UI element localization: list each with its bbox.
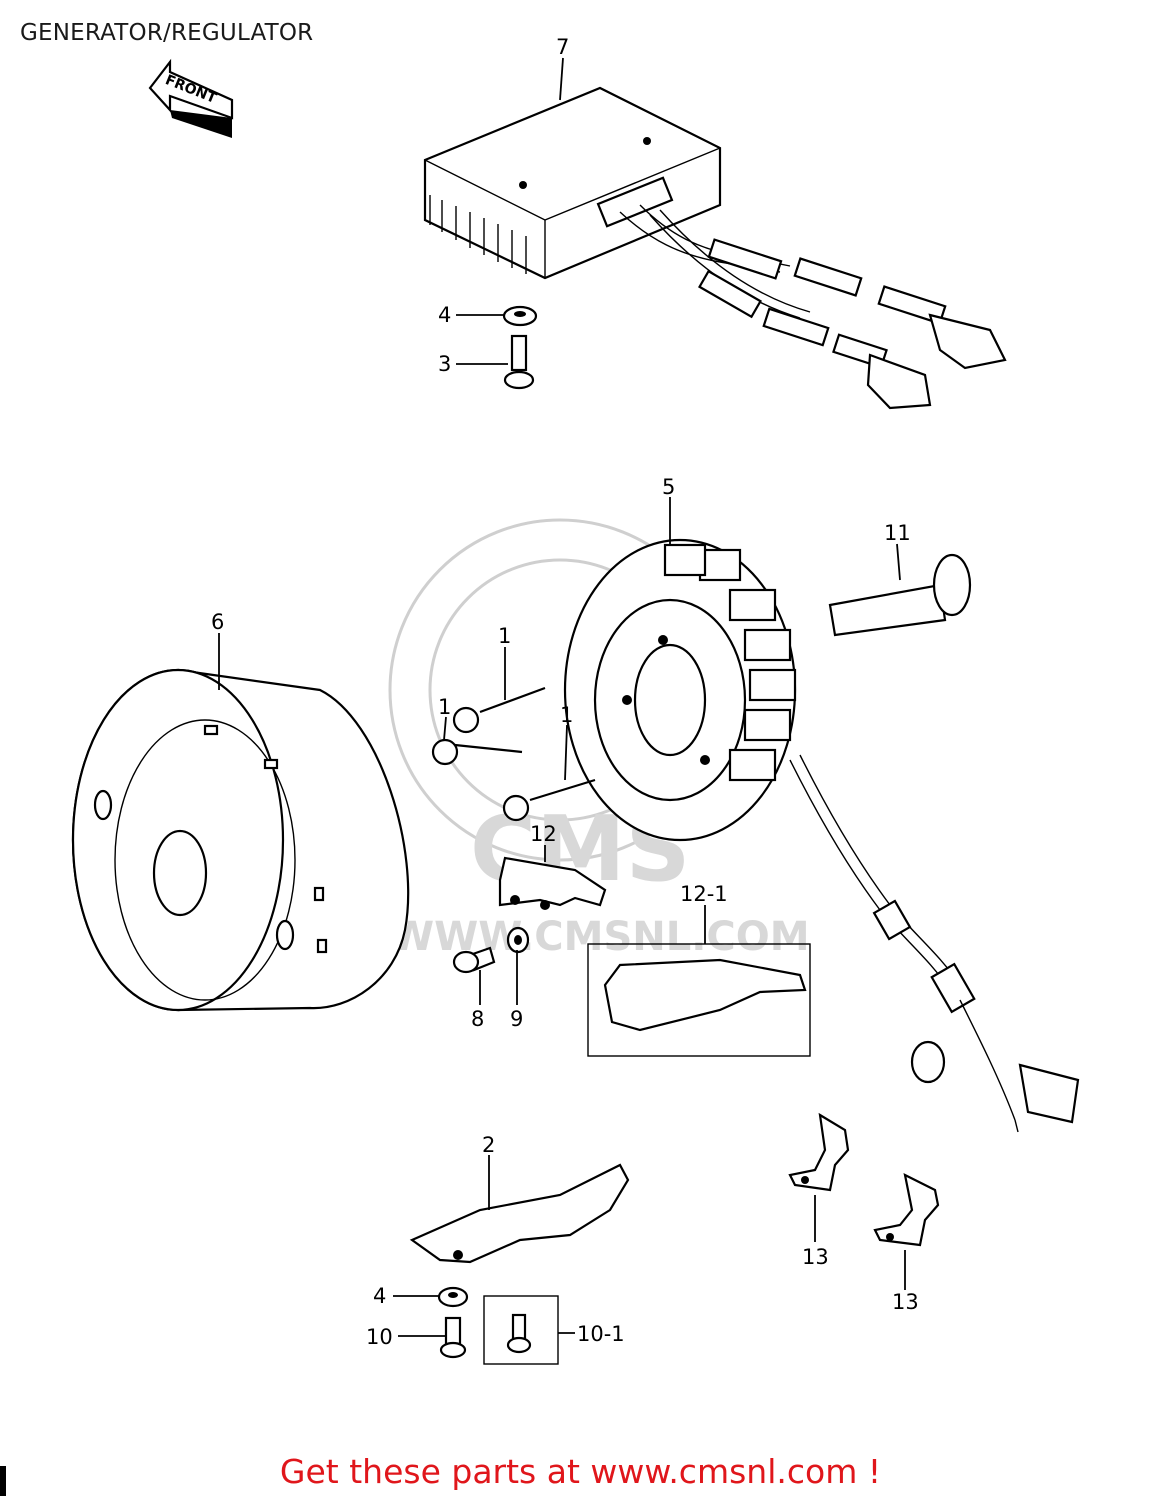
bolt-10-1-kit — [483, 1295, 559, 1365]
callout-9: 9 — [510, 1007, 523, 1031]
callout-7: 7 — [556, 35, 569, 59]
washer-9 — [506, 926, 530, 954]
bolt-top — [503, 334, 535, 390]
front-arrow-icon: FRONT — [148, 58, 234, 138]
callout-13-b: 13 — [892, 1290, 919, 1314]
bolt-10 — [439, 1316, 467, 1359]
rotor-flywheel — [71, 668, 410, 1012]
callout-10: 10 — [366, 1325, 393, 1349]
callout-2: 2 — [482, 1133, 495, 1157]
regulator-rectifier — [423, 86, 1007, 410]
nut-bottom — [437, 1286, 469, 1308]
cover-plate-2 — [409, 1163, 630, 1264]
footer-promo-link[interactable]: Get these parts at www.cmsnl.com ! — [279, 1452, 882, 1491]
callout-12-1: 12-1 — [680, 882, 728, 906]
nut-top — [502, 305, 538, 327]
callout-13-a: 13 — [802, 1245, 829, 1269]
clamp-13b — [873, 1173, 940, 1247]
page-title: GENERATOR/REGULATOR — [20, 20, 314, 46]
callout-10-1: 10-1 — [577, 1322, 625, 1346]
edge-marker — [0, 1466, 6, 1496]
screw-1a — [452, 686, 546, 734]
callout-1-a: 1 — [498, 624, 511, 648]
screw-1c — [502, 778, 596, 822]
bracket-12-1-kit — [587, 943, 811, 1057]
clamp-13a — [788, 1112, 850, 1192]
screw-1b — [431, 738, 523, 766]
leader-lines — [218, 57, 906, 1337]
callout-6: 6 — [211, 610, 224, 634]
callout-1-b: 1 — [438, 695, 451, 719]
callout-3: 3 — [438, 352, 451, 376]
callout-1-c: 1 — [560, 703, 573, 727]
watermark-url: WWW.CMSNL.COM — [390, 914, 810, 960]
callout-5: 5 — [662, 475, 675, 499]
callout-12: 12 — [530, 822, 557, 846]
callout-4-bottom: 4 — [373, 1284, 386, 1308]
callout-11: 11 — [884, 521, 911, 545]
stator — [563, 538, 1080, 1133]
bracket-12 — [498, 856, 607, 910]
bolt-11 — [828, 553, 972, 637]
callout-4-top: 4 — [438, 303, 451, 327]
callout-8: 8 — [471, 1007, 484, 1031]
bolt-8 — [452, 946, 496, 974]
